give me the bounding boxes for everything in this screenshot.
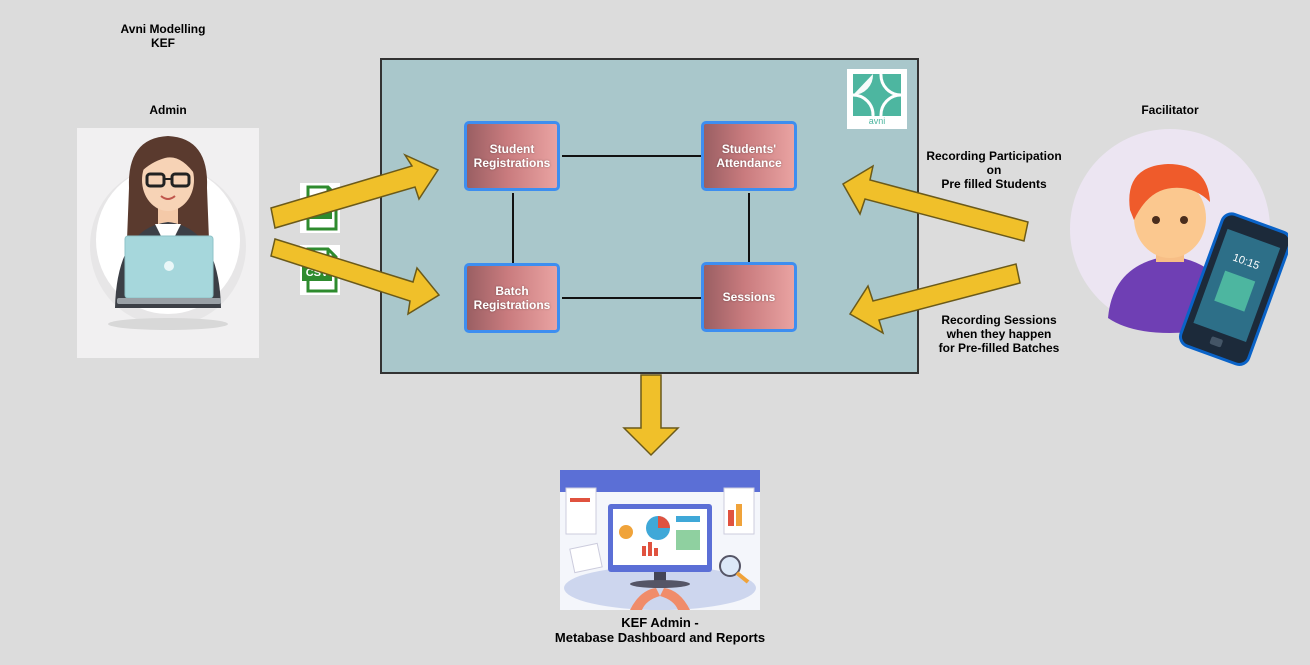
- admin-label: Admin: [149, 103, 187, 117]
- node-label-line: Attendance: [716, 156, 782, 170]
- sessions-note: Recording Sessions when they happen for …: [924, 313, 1074, 355]
- dashboard-illustration-icon: [560, 470, 760, 610]
- node-label-line: Batch: [495, 284, 529, 298]
- logo-text: avni: [868, 116, 886, 126]
- arrow-facilitator-to-sessions: [848, 263, 1021, 335]
- dashboard-caption-line-1: KEF Admin -: [621, 615, 699, 630]
- title-line-1: Avni Modelling: [120, 22, 206, 36]
- title-line-2: KEF: [151, 36, 175, 50]
- dashboard-caption: KEF Admin - Metabase Dashboard and Repor…: [535, 615, 785, 645]
- node-label-line: Students': [721, 142, 777, 156]
- arrow-system-to-dashboard: [622, 374, 680, 457]
- arrow-admin-to-batch-registrations: [270, 238, 441, 316]
- node-label-line: Registrations: [473, 156, 551, 170]
- arrow-facilitator-to-attendance: [841, 164, 1029, 242]
- note-line: Recording Sessions: [941, 313, 1057, 327]
- node-label-line: Sessions: [722, 290, 776, 304]
- node-students-attendance: Students' Attendance: [701, 121, 797, 191]
- facilitator-avatar-icon: 10:15: [1068, 128, 1288, 378]
- note-line: Pre filled Students: [941, 177, 1047, 191]
- note-line: when they happen: [946, 327, 1052, 341]
- node-batch-registrations: Batch Registrations: [464, 263, 560, 333]
- node-student-registrations: Student Registrations: [464, 121, 560, 191]
- node-label-line: Student: [489, 142, 535, 156]
- note-line: Recording Participation: [926, 149, 1062, 163]
- diagram-title: Avni Modelling KEF: [88, 22, 238, 50]
- participation-note: Recording Participation on Pre filled St…: [918, 149, 1070, 191]
- note-line: for Pre-filled Batches: [938, 341, 1060, 355]
- facilitator-label: Facilitator: [1141, 103, 1199, 117]
- arrow-admin-to-student-registrations: [270, 153, 440, 229]
- dashboard-caption-line-2: Metabase Dashboard and Reports: [554, 630, 766, 645]
- avni-logo-icon: avni: [847, 69, 907, 129]
- admin-avatar-icon: [77, 128, 259, 358]
- note-line: on: [986, 163, 1002, 177]
- node-label-line: Registrations: [473, 298, 551, 312]
- node-sessions: Sessions: [701, 262, 797, 332]
